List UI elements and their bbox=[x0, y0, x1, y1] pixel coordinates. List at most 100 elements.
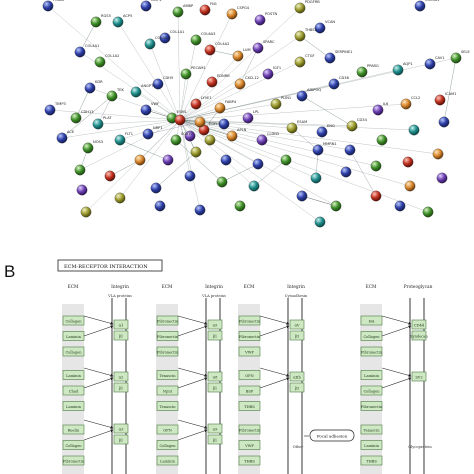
node-label: PLAT bbox=[103, 116, 112, 120]
receptor-label: α5 bbox=[213, 323, 218, 327]
node-label: ACP5 bbox=[123, 14, 132, 18]
network-node bbox=[184, 130, 196, 142]
focal-adhesion-label: Focal adhesion bbox=[317, 434, 348, 439]
ecm-ligand-label: Fibronectin bbox=[157, 319, 179, 323]
network-edge bbox=[175, 139, 223, 183]
receptor-label: β1 bbox=[213, 438, 217, 442]
network-node bbox=[190, 146, 202, 158]
node-label: MMRN1 bbox=[323, 142, 337, 146]
network-node bbox=[376, 134, 388, 146]
ecm-ligand-box: Collagen bbox=[156, 440, 179, 450]
ecm-ligand-box: Chad bbox=[62, 385, 85, 396]
receptor-header: Integrin bbox=[287, 285, 305, 290]
ecm-ligand-box: Laminin bbox=[156, 455, 179, 466]
network-edge bbox=[179, 119, 321, 223]
network-node bbox=[114, 134, 126, 146]
node-label: PECAM1 bbox=[191, 66, 206, 70]
network-node bbox=[216, 176, 228, 188]
network-edge bbox=[291, 127, 319, 151]
receptor-box: β1 bbox=[207, 434, 223, 445]
ecm-ligand-label: Fibronectin bbox=[239, 319, 261, 323]
network-edge bbox=[79, 119, 181, 171]
receptor-box: α2 bbox=[113, 371, 129, 382]
network-edge bbox=[301, 195, 337, 207]
receptor-box: β1 bbox=[113, 434, 129, 445]
ecm-ligand-box: Fibronectin bbox=[238, 424, 261, 435]
network-edge bbox=[179, 39, 197, 121]
node-label: PLIN1 bbox=[281, 96, 291, 100]
network-edge bbox=[75, 87, 91, 119]
network-edge bbox=[221, 163, 259, 183]
binding-arrow bbox=[177, 377, 208, 389]
node-label: SPARC bbox=[263, 40, 275, 44]
node-label: AQP1 bbox=[403, 62, 413, 66]
network-node bbox=[204, 44, 216, 56]
network-node bbox=[144, 38, 156, 50]
node-label: ICAM1 bbox=[445, 92, 456, 96]
network-edge bbox=[79, 21, 97, 53]
node-label: ADIPOQ bbox=[307, 88, 321, 92]
receptor-box: α1 bbox=[113, 319, 129, 330]
ecm-ligand-box: HA bbox=[360, 315, 383, 326]
network-node bbox=[42, 0, 54, 12]
node-label: NOS3 bbox=[93, 140, 103, 144]
ecm-ligand-label: Collagen bbox=[65, 319, 82, 323]
ecm-ligand-box: Tenascin bbox=[156, 370, 179, 380]
receptor-box: β1 bbox=[207, 382, 223, 393]
node-label: COL1A2 bbox=[105, 54, 119, 58]
node-label: RGS5 bbox=[101, 14, 111, 18]
node-label: VCAN bbox=[325, 20, 335, 24]
node-label: LYVE1 bbox=[201, 96, 212, 100]
network-edge bbox=[301, 95, 353, 127]
network-node bbox=[392, 64, 404, 76]
ecm-ligand-label: Collagen bbox=[65, 350, 82, 354]
network-node bbox=[252, 158, 264, 170]
network-edge bbox=[179, 103, 277, 121]
network-edge bbox=[179, 119, 351, 151]
receptor-box: α5 bbox=[207, 319, 223, 330]
receptor-box: Syndecan bbox=[410, 330, 429, 341]
receptor-box: αV bbox=[289, 319, 305, 330]
network-node bbox=[84, 82, 96, 94]
network-node bbox=[262, 68, 274, 80]
receptor-header: Proteoglycan bbox=[404, 285, 433, 290]
ecm-ligand-box: Laminin bbox=[360, 370, 383, 380]
network-node bbox=[404, 180, 416, 192]
receptor-label: α2 bbox=[119, 375, 124, 379]
binding-arrow bbox=[177, 367, 208, 377]
ecm-ligand-box: Collagen bbox=[62, 440, 85, 450]
ecm-ligand-box: Fibronectin bbox=[238, 315, 261, 326]
binding-arrow bbox=[177, 429, 208, 441]
ecm-ligand-label: Chad bbox=[69, 389, 79, 393]
binding-arrow bbox=[83, 367, 114, 377]
receptor-label: β1 bbox=[119, 438, 123, 442]
network-edge bbox=[179, 119, 377, 167]
node-label: COL5A1 bbox=[425, 0, 439, 2]
receptor-label: α3 bbox=[119, 427, 124, 431]
node-label: VWF bbox=[151, 102, 159, 106]
network-edge bbox=[179, 107, 221, 121]
node-label: ANGPT2 bbox=[141, 84, 156, 88]
ecm-ligand-box: OPN bbox=[156, 424, 179, 435]
network-node bbox=[450, 52, 462, 64]
ecm-ligand-label: Tenascin bbox=[159, 405, 176, 409]
pathway-title: ECM-RECEPTOR INTERACTION bbox=[64, 264, 148, 270]
network-node bbox=[242, 112, 254, 124]
network-node bbox=[402, 156, 414, 168]
ecm-ligand-box: Fibronectin bbox=[156, 346, 179, 357]
network-node bbox=[432, 148, 444, 160]
ecm-ligand-label: Laminin bbox=[66, 405, 82, 409]
receptor-box: α3 bbox=[113, 423, 129, 434]
network-edge bbox=[61, 95, 113, 139]
network-edge bbox=[85, 119, 181, 213]
ecm-ligand-label: Reelin bbox=[68, 428, 80, 432]
network-edge bbox=[239, 47, 259, 85]
network-node bbox=[214, 102, 226, 114]
node-label: IL6 bbox=[383, 102, 389, 106]
node-label: AMBP bbox=[183, 4, 194, 8]
node-label: CAV1 bbox=[435, 56, 444, 60]
ecm-ligand-label: Laminin bbox=[66, 374, 82, 378]
node-label: EDNRB bbox=[217, 74, 230, 78]
node-label: CXCL12 bbox=[245, 76, 259, 80]
